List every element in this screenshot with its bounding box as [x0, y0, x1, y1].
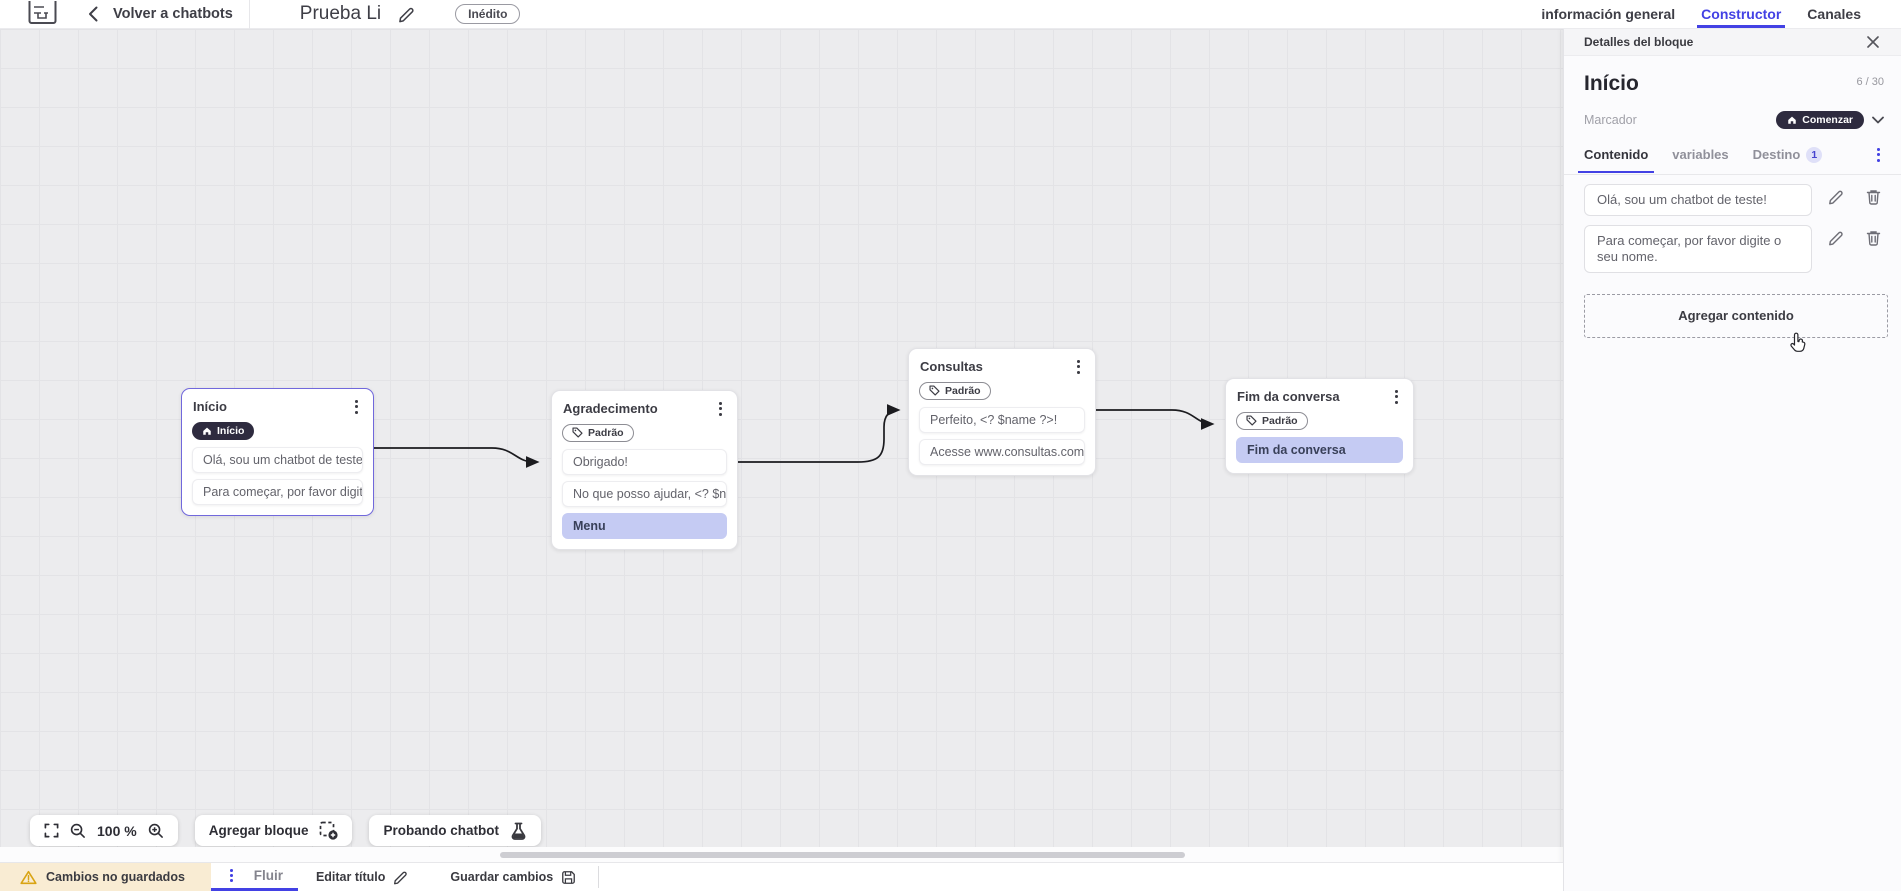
node-menu-icon[interactable] — [351, 398, 362, 416]
unsaved-changes-chip: Cambios no guardados — [0, 863, 211, 891]
delete-message-icon[interactable] — [1866, 189, 1881, 205]
flow-node-agradecimento[interactable]: Agradecimento Padrão Obrigado! No que po… — [551, 390, 738, 551]
flow-menu-icon[interactable] — [226, 867, 237, 885]
panel-tabs: Contenido variables Destino 1 — [1564, 146, 1901, 175]
node-menu-option[interactable]: Menu — [562, 513, 727, 540]
topbar-tabs: información general Constructor Canales — [1541, 0, 1901, 28]
node-type-badge: Padrão — [1236, 411, 1308, 430]
canvas-scroll-strip — [0, 847, 1563, 862]
bottom-bar: Cambios no guardados Fluir Editar título… — [0, 862, 1563, 891]
flow-canvas[interactable]: Início Início Olá, sou um chatbot de tes… — [0, 29, 1563, 847]
node-title: Consultas — [920, 359, 983, 375]
content-message[interactable]: Olá, sou um chatbot de teste! — [1584, 183, 1812, 216]
top-bar: Volver a chatbots Prueba Li Inédito info… — [0, 0, 1901, 29]
node-type-badge: Padrão — [562, 423, 634, 442]
canvas-toolbar: 100 % Agregar bloque Probando chatbot — [30, 815, 541, 846]
tag-icon — [572, 427, 583, 438]
add-block-button[interactable]: Agregar bloque — [194, 815, 353, 846]
app-logo-icon — [28, 1, 58, 27]
edit-title-button[interactable]: Editar título — [316, 870, 408, 885]
close-icon[interactable] — [1867, 36, 1879, 48]
flow-edges — [374, 404, 1215, 468]
panel-title: Detalles del bloque — [1584, 35, 1694, 49]
flow-tab-label: Fluir — [253, 868, 283, 883]
node-message-item[interactable]: Acesse www.consultas.com par... — [919, 439, 1085, 466]
node-message-item[interactable]: Olá, sou um chatbot de teste! — [192, 446, 363, 473]
home-icon — [1788, 116, 1796, 124]
save-icon — [562, 870, 576, 884]
node-menu-icon[interactable] — [1391, 388, 1402, 406]
tab-canales[interactable]: Canales — [1807, 6, 1861, 22]
tag-icon — [1246, 415, 1257, 426]
block-name: Início — [1584, 72, 1639, 95]
zoom-out-icon[interactable] — [70, 823, 86, 839]
tab-contenido[interactable]: Contenido — [1577, 147, 1655, 174]
marker-label: Marcador — [1584, 113, 1637, 127]
pencil-icon — [394, 871, 408, 884]
add-block-icon — [320, 821, 339, 840]
delete-message-icon[interactable] — [1866, 230, 1881, 246]
block-details-panel: Detalles del bloque Início 6 / 30 Marcad… — [1563, 29, 1901, 891]
node-message-item[interactable]: Perfeito, <? $name ?>! — [919, 407, 1085, 434]
save-changes-button[interactable]: Guardar cambios — [450, 870, 576, 885]
tab-informacion-general[interactable]: información general — [1541, 6, 1676, 22]
node-title: Fim da conversa — [1237, 389, 1340, 405]
topbar-divider — [248, 0, 250, 29]
marker-value: Comenzar — [1802, 114, 1853, 126]
edit-message-icon[interactable] — [1828, 230, 1844, 246]
warning-icon — [20, 870, 37, 884]
content-row: Olá, sou um chatbot de teste! — [1584, 183, 1884, 216]
char-counter: 6 / 30 — [1856, 76, 1884, 88]
node-title: Início — [193, 399, 227, 415]
chatbot-title: Prueba Li — [299, 3, 382, 24]
zoom-controls: 100 % — [30, 815, 178, 846]
flow-node-consultas[interactable]: Consultas Padrão Perfeito, <? $name ?>! … — [908, 348, 1096, 477]
node-menu-icon[interactable] — [715, 400, 726, 418]
tab-destino[interactable]: Destino 1 — [1753, 146, 1823, 163]
flow-node-fim-da-conversa[interactable]: Fim da conversa Padrão Fim da conversa — [1225, 378, 1414, 475]
tab-variables[interactable]: variables — [1672, 147, 1729, 163]
add-content-button[interactable]: Agregar contenido — [1584, 294, 1888, 339]
zoom-level: 100 % — [97, 822, 137, 839]
flow-node-inicio[interactable]: Início Início Olá, sou um chatbot de tes… — [181, 388, 374, 516]
node-type-badge: Início — [192, 421, 255, 440]
chevron-left-icon — [89, 6, 98, 22]
node-menu-icon[interactable] — [1073, 358, 1084, 376]
content-message[interactable]: Para começar, por favor digite o seu nom… — [1584, 224, 1812, 274]
bottombar-divider — [598, 866, 600, 888]
node-type-badge: Padrão — [919, 381, 991, 400]
horizontal-scrollbar[interactable] — [500, 852, 1185, 858]
marker-value-button[interactable]: Comenzar — [1776, 111, 1864, 129]
back-button[interactable]: Volver a chatbots — [88, 6, 233, 22]
node-message-item[interactable]: Para começar, por favor digite o ... — [192, 478, 363, 505]
test-chatbot-button[interactable]: Probando chatbot — [369, 815, 541, 846]
destino-count-badge: 1 — [1806, 146, 1823, 163]
tab-fluir[interactable]: Fluir — [210, 863, 298, 891]
node-end-item[interactable]: Fim da conversa — [1236, 437, 1403, 464]
content-row: Para começar, por favor digite o seu nom… — [1584, 224, 1884, 274]
edit-chatbot-title-icon[interactable] — [398, 6, 415, 23]
status-badge: Inédito — [455, 4, 521, 24]
tag-icon — [929, 385, 940, 396]
node-title: Agradecimento — [563, 401, 658, 417]
back-label: Volver a chatbots — [113, 6, 233, 22]
chevron-down-icon[interactable] — [1872, 116, 1884, 124]
home-icon — [203, 427, 211, 435]
add-block-label: Agregar bloque — [208, 823, 309, 838]
tab-constructor[interactable]: Constructor — [1697, 0, 1786, 28]
test-chatbot-label: Probando chatbot — [383, 823, 499, 838]
node-message-item[interactable]: No que posso ajudar, <? $name ... — [562, 481, 727, 508]
node-message-item[interactable]: Obrigado! — [562, 449, 727, 476]
panel-menu-icon[interactable] — [1873, 146, 1884, 164]
zoom-in-icon[interactable] — [148, 823, 164, 839]
edit-message-icon[interactable] — [1828, 189, 1844, 205]
unsaved-changes-label: Cambios no guardados — [46, 870, 185, 884]
fit-screen-icon[interactable] — [44, 823, 59, 838]
flask-icon — [511, 822, 526, 840]
